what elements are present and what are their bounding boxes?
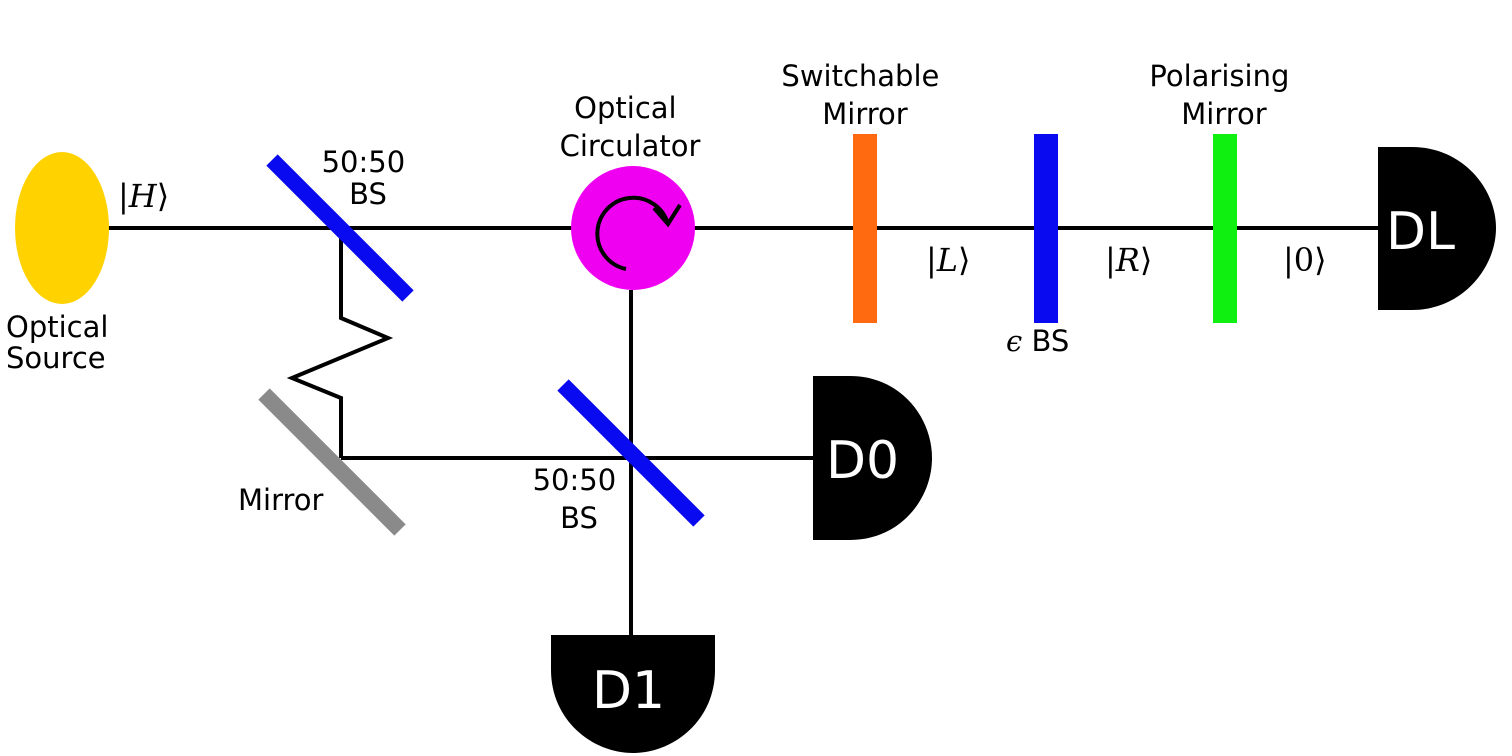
- bs-bottom-label: 50:50 BS: [533, 463, 626, 535]
- optical-source: [15, 152, 109, 304]
- circulator-disc: [571, 166, 695, 290]
- detector-d1-body: [551, 635, 715, 753]
- bs-top-label: 50:50 BS: [322, 145, 415, 211]
- ket-r-label: |R⟩: [1105, 241, 1152, 279]
- detector-dl-body: [1378, 147, 1496, 310]
- beam-paths: [108, 226, 1385, 636]
- detector-dl: DL: [1378, 147, 1496, 310]
- detector-dl-label: DL: [1386, 202, 1455, 262]
- detector-d1: D1: [551, 635, 715, 753]
- epsilon-beam-splitter: [1034, 134, 1058, 323]
- ket-h-label: |H⟩: [118, 177, 169, 215]
- detector-d0-label: D0: [826, 431, 899, 491]
- optical-source-label: Optical Source: [6, 310, 118, 375]
- polarising-mirror: [1213, 134, 1237, 323]
- circular-arrow-icon: [595, 195, 682, 271]
- epsilon-bs-label: ϵ BS: [1006, 324, 1069, 358]
- detector-d0: D0: [813, 376, 932, 540]
- switchable-mirror: [853, 134, 877, 323]
- switchable-mirror-label: Switchable Mirror: [781, 59, 948, 131]
- mirror: [258, 388, 406, 536]
- polarising-mirror-label: Polarising Mirror: [1149, 59, 1298, 131]
- mirror-label: Mirror: [238, 483, 324, 517]
- detector-d0-body: [813, 376, 932, 540]
- ket-l-label: |L⟩: [926, 241, 971, 279]
- detector-d1-label: D1: [592, 661, 665, 721]
- ket-zero-label: |0⟩: [1283, 241, 1327, 279]
- circulator-label: Optical Circulator: [560, 91, 701, 163]
- beam-splitter-bottom: [557, 379, 705, 527]
- beam-splitter-top: [266, 154, 414, 302]
- beam-zigzag-path: [286, 228, 394, 458]
- optical-circulator: [571, 166, 695, 290]
